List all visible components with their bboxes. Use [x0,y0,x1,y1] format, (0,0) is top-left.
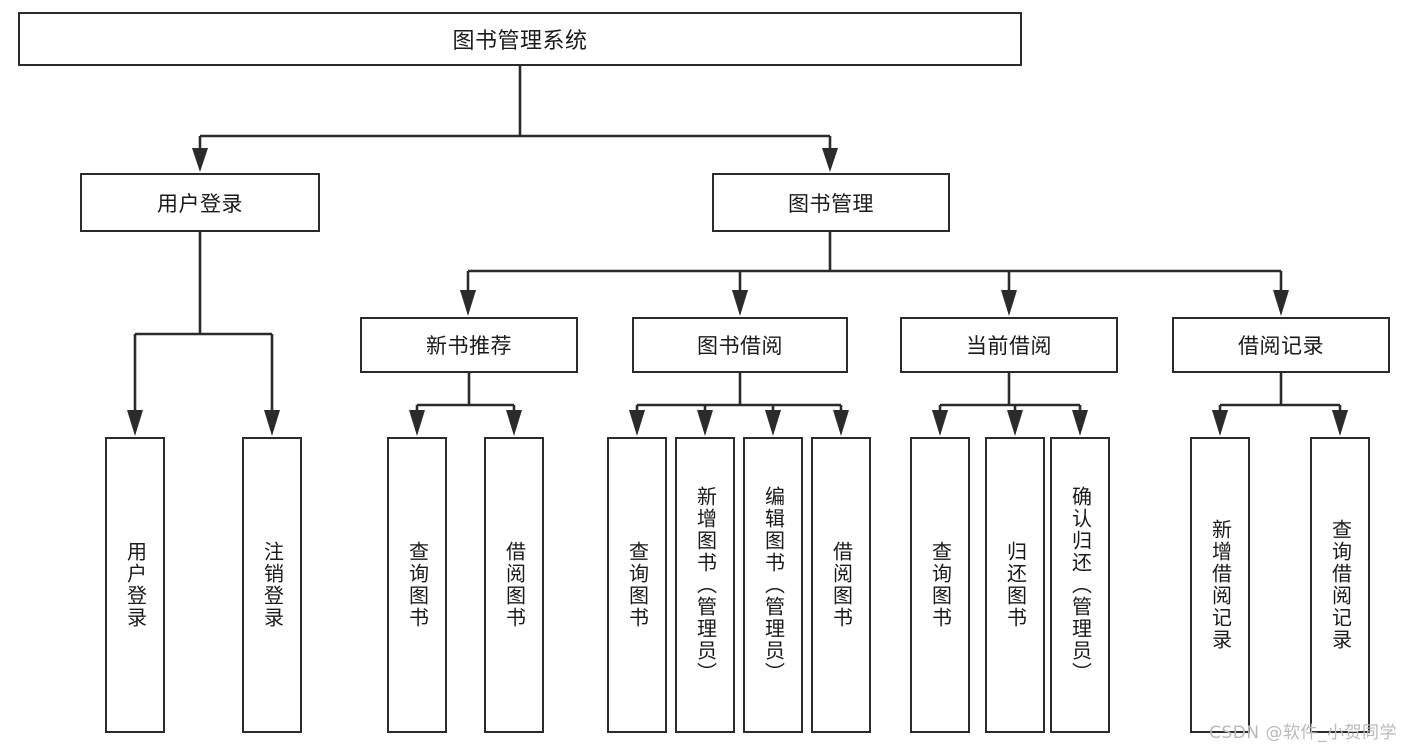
node-leaf-query-book-rec[interactable]: 查询图书 [387,437,447,733]
node-current-borrow-label: 当前借阅 [966,334,1052,358]
arrowhead-new-book-recommend [460,290,476,316]
node-leaf-return-book[interactable]: 归还图书 [985,437,1045,733]
arrowhead-leaf-confirm-return [1072,410,1088,436]
arrowhead-leaf-query-book-rec [409,410,425,436]
node-borrow-record-label: 借阅记录 [1238,334,1324,358]
arrowhead-leaf-return-book [1007,410,1023,436]
node-leaf-query-book-borrow[interactable]: 查询图书 [607,437,667,733]
arrowhead-leaf-borrow-book [833,410,849,436]
node-leaf-borrow-book-label: 借阅图书 [829,541,854,629]
node-leaf-confirm-return-label: 确认归还（管理员） [1068,486,1093,684]
node-leaf-user-login-label: 用户登录 [123,541,148,629]
node-leaf-add-record[interactable]: 新增借阅记录 [1190,437,1250,733]
node-leaf-query-record-label: 查询借阅记录 [1328,519,1353,651]
node-leaf-query-book-borrow-label: 查询图书 [625,541,650,629]
arrowhead-book-borrow [732,290,748,316]
node-book-manage[interactable]: 图书管理 [712,173,950,232]
node-new-book-recommend-label: 新书推荐 [426,334,512,358]
node-leaf-query-book-cur-label: 查询图书 [928,541,953,629]
node-leaf-confirm-return[interactable]: 确认归还（管理员） [1050,437,1110,733]
node-leaf-logout-label: 注销登录 [260,541,285,629]
node-book-manage-label: 图书管理 [788,191,874,216]
arrowhead-leaf-user-login [127,410,143,436]
arrowhead-leaf-query-book-borrow [629,410,645,436]
csdn-watermark: CSDN @软件_小贺同学 [1209,723,1397,743]
node-current-borrow[interactable]: 当前借阅 [900,317,1118,373]
node-leaf-logout[interactable]: 注销登录 [242,437,302,733]
node-leaf-borrow-book-rec-label: 借阅图书 [502,541,527,629]
node-leaf-user-login[interactable]: 用户登录 [105,437,165,733]
node-leaf-query-record[interactable]: 查询借阅记录 [1310,437,1370,733]
node-leaf-add-book[interactable]: 新增图书（管理员） [675,437,735,733]
node-root-label: 图书管理系统 [452,29,588,54]
node-leaf-add-book-label: 新增图书（管理员） [693,486,718,684]
arrowhead-book-manage [822,148,838,172]
arrowhead-leaf-add-record [1212,410,1228,436]
node-leaf-query-book-rec-label: 查询图书 [405,541,430,629]
arrowhead-leaf-add-book [697,410,713,436]
node-new-book-recommend[interactable]: 新书推荐 [360,317,578,373]
arrowhead-user-login [192,148,208,172]
arrowhead-leaf-edit-book [765,410,781,436]
node-user-login[interactable]: 用户登录 [80,173,320,232]
arrowhead-leaf-borrow-book-rec [506,410,522,436]
arrowhead-leaf-query-book-cur [932,410,948,436]
node-leaf-query-book-cur[interactable]: 查询图书 [910,437,970,733]
node-user-login-label: 用户登录 [157,191,243,216]
arrowhead-leaf-logout [264,410,280,436]
node-root[interactable]: 图书管理系统 [18,12,1022,66]
node-leaf-edit-book-label: 编辑图书（管理员） [761,486,786,684]
node-leaf-borrow-book-rec[interactable]: 借阅图书 [484,437,544,733]
node-leaf-add-record-label: 新增借阅记录 [1208,519,1233,651]
node-leaf-edit-book[interactable]: 编辑图书（管理员） [743,437,803,733]
node-book-borrow[interactable]: 图书借阅 [632,317,848,373]
arrowhead-borrow-record [1273,290,1289,316]
node-leaf-borrow-book[interactable]: 借阅图书 [811,437,871,733]
node-leaf-return-book-label: 归还图书 [1003,541,1028,629]
node-borrow-record[interactable]: 借阅记录 [1172,317,1390,373]
arrowhead-current-borrow [1001,290,1017,316]
arrowhead-leaf-query-record [1332,410,1348,436]
node-book-borrow-label: 图书借阅 [697,334,783,358]
